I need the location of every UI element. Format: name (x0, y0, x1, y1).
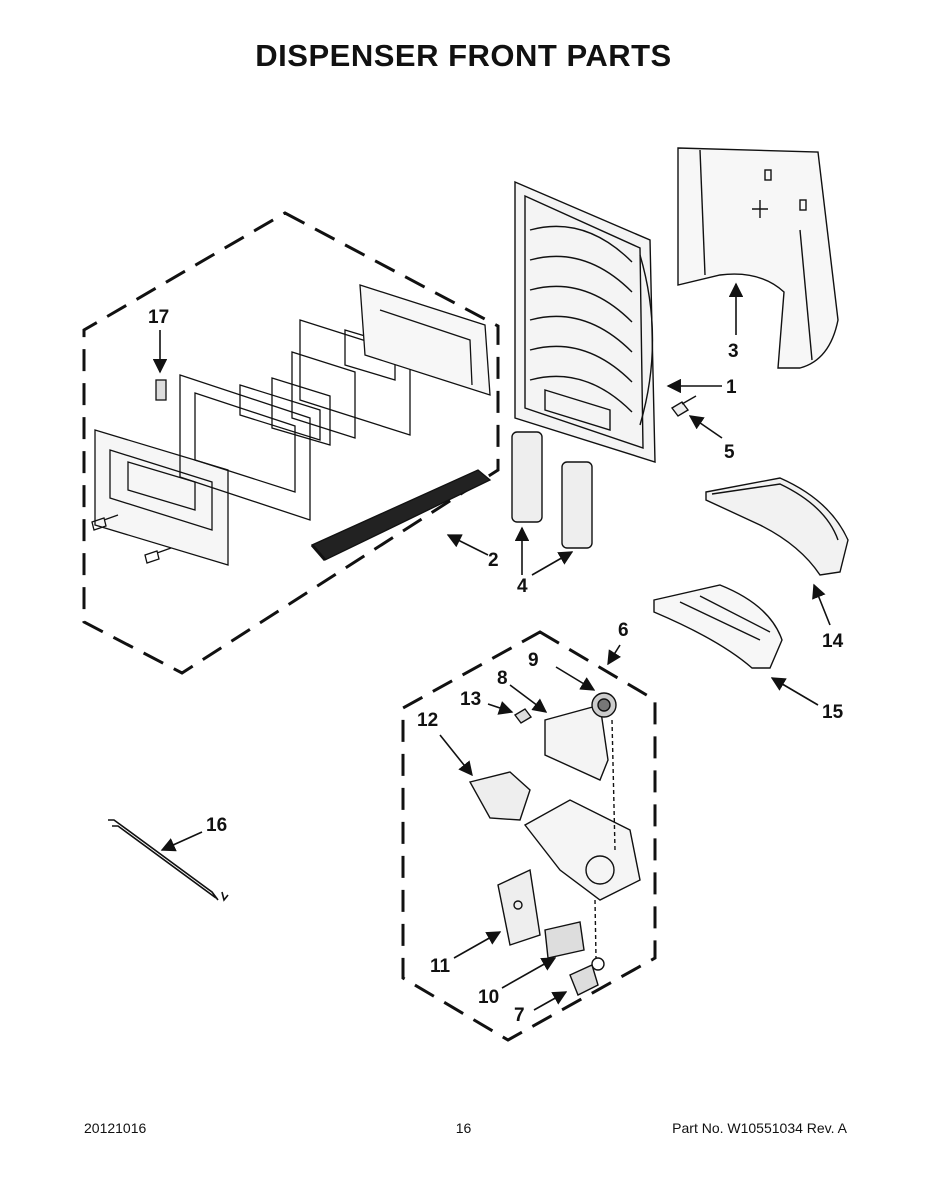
group-boundary-control-panel (82, 211, 500, 675)
footer-date: 20121016 (84, 1120, 147, 1136)
footer-part-number: Part No. W10551034 Rev. A (672, 1120, 847, 1136)
leader-9 (555, 666, 596, 691)
callout-2: 2 (488, 550, 499, 571)
callout-11: 11 (430, 956, 451, 977)
callout-10: 10 (478, 987, 499, 1008)
callout-4: 4 (517, 576, 528, 597)
callout-15: 15 (822, 702, 844, 723)
part-rear-cover (677, 147, 839, 369)
leader-8 (509, 684, 548, 713)
leader-16 (160, 831, 203, 852)
part-wire-lever (108, 819, 229, 902)
callout-17: 17 (148, 307, 169, 328)
leader-7 (533, 991, 568, 1011)
leader-5 (688, 415, 723, 439)
callout-14: 14 (822, 631, 844, 652)
footer-page-number: 16 (455, 1120, 472, 1136)
leader-6 (607, 644, 622, 666)
part-drip-tray (705, 477, 849, 576)
part-control-panel-stack (91, 284, 492, 566)
part-pads (511, 431, 593, 549)
leader-11 (453, 931, 502, 959)
part-tray-grille (653, 584, 783, 669)
leader-13 (487, 701, 514, 715)
callout-numbers: 1 2 3 4 5 6 7 8 9 10 11 12 13 14 15 16 1… (148, 307, 844, 1026)
callout-7: 7 (514, 1005, 525, 1026)
callout-13: 13 (460, 689, 481, 710)
leader-2 (446, 534, 489, 556)
leader-10 (501, 957, 557, 989)
part-dispenser-housing (514, 180, 656, 463)
leader-arrows (152, 282, 831, 1011)
leader-4b (531, 551, 574, 576)
callout-3: 3 (728, 341, 739, 362)
callout-6: 6 (618, 620, 629, 641)
callout-1: 1 (726, 377, 737, 398)
callout-9: 9 (528, 650, 539, 671)
leader-14 (812, 583, 831, 626)
page-title: DISPENSER FRONT PARTS (255, 38, 672, 73)
callout-12: 12 (417, 710, 438, 731)
callout-16: 16 (206, 815, 227, 836)
part-dispenser-mechanism (468, 692, 641, 996)
leader-12 (439, 734, 473, 777)
part-screw (670, 395, 697, 417)
leader-15 (770, 677, 819, 706)
callout-8: 8 (497, 668, 508, 689)
group-boundary-dispenser-mechanism (401, 630, 657, 1042)
callout-5: 5 (724, 442, 735, 463)
